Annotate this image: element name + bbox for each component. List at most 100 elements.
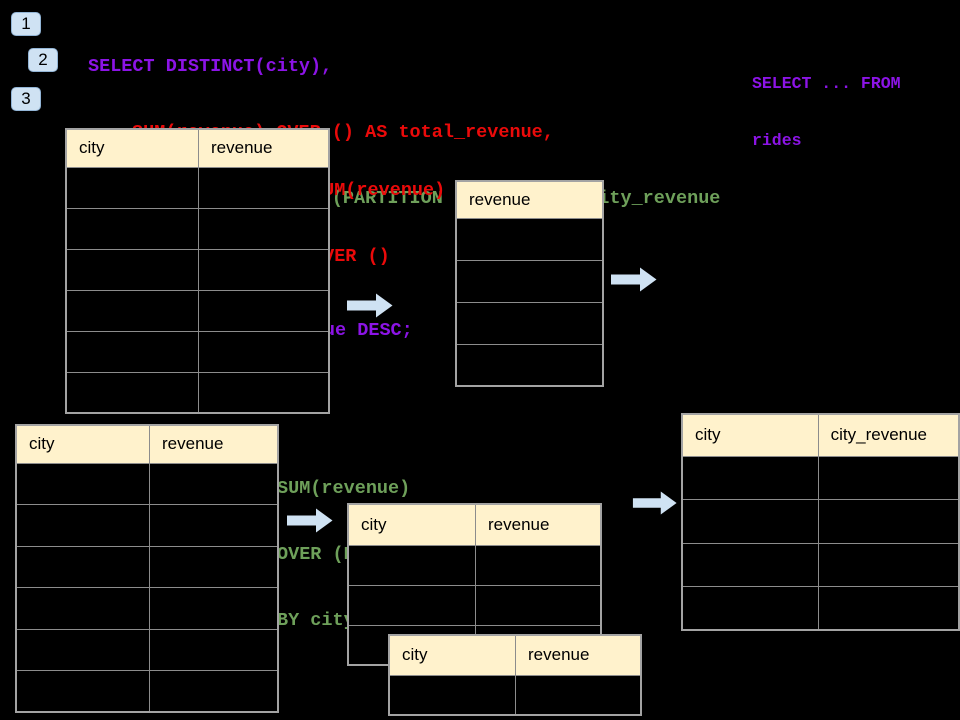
table-row bbox=[15, 670, 279, 713]
empty-cell bbox=[65, 207, 199, 250]
table-row bbox=[455, 259, 604, 303]
empty-cell bbox=[817, 499, 960, 544]
table-row bbox=[347, 584, 602, 626]
step-badge-3: 3 bbox=[11, 87, 41, 111]
step-badge-1: 1 bbox=[11, 12, 41, 36]
table-row bbox=[347, 544, 602, 586]
empty-cell bbox=[475, 544, 602, 586]
empty-cell bbox=[198, 166, 330, 209]
empty-cell bbox=[388, 674, 516, 716]
empty-cell bbox=[15, 587, 150, 630]
empty-cell bbox=[455, 343, 604, 387]
empty-cell bbox=[347, 584, 476, 626]
column-header-revenue: revenue bbox=[515, 634, 642, 676]
table-row bbox=[15, 504, 279, 547]
total-revenue-label: SUM(revenue) OVER () bbox=[312, 136, 445, 290]
empty-cell bbox=[817, 455, 960, 500]
empty-cell bbox=[817, 586, 960, 631]
column-header-city-revenue: city_revenue bbox=[817, 413, 960, 457]
empty-cell bbox=[65, 248, 199, 291]
empty-cell bbox=[198, 248, 330, 291]
label-line: SUM(revenue) bbox=[277, 478, 411, 499]
table-row bbox=[681, 455, 960, 500]
select-from-note: SELECT ... FROM rides bbox=[752, 36, 901, 169]
empty-cell bbox=[149, 545, 279, 588]
empty-cell bbox=[681, 499, 819, 544]
empty-cell bbox=[149, 628, 279, 671]
table-total-result: revenue bbox=[455, 180, 604, 387]
table-row bbox=[388, 674, 642, 716]
table-row bbox=[681, 542, 960, 587]
table-row bbox=[65, 248, 330, 291]
empty-cell bbox=[15, 670, 150, 713]
column-header-city: city bbox=[347, 503, 476, 546]
empty-cell bbox=[149, 504, 279, 547]
step-badge-2: 2 bbox=[28, 48, 58, 72]
column-header-city: city bbox=[15, 424, 150, 464]
sql-line-select: SELECT DISTINCT(city), bbox=[88, 56, 333, 77]
column-header-revenue: revenue bbox=[198, 128, 330, 168]
table-source-top: city revenue bbox=[65, 128, 330, 414]
empty-cell bbox=[681, 455, 819, 500]
empty-cell bbox=[515, 674, 642, 716]
empty-cell bbox=[65, 166, 199, 209]
table-row bbox=[455, 343, 604, 387]
column-header-city: city bbox=[65, 128, 199, 168]
table-header-row: city city_revenue bbox=[681, 413, 960, 457]
table-row bbox=[65, 330, 330, 373]
empty-cell bbox=[15, 462, 150, 505]
table-row bbox=[681, 499, 960, 544]
arrow-right-icon bbox=[347, 293, 393, 318]
arrow-right-icon bbox=[611, 267, 657, 292]
empty-cell bbox=[198, 371, 330, 414]
empty-cell bbox=[149, 587, 279, 630]
table-row bbox=[15, 462, 279, 505]
table-final-result: city city_revenue bbox=[681, 413, 960, 631]
empty-cell bbox=[198, 330, 330, 373]
table-row bbox=[65, 371, 330, 414]
table-row bbox=[65, 289, 330, 332]
empty-cell bbox=[347, 544, 476, 586]
empty-cell bbox=[149, 670, 279, 713]
table-header-row: city revenue bbox=[388, 634, 642, 676]
empty-cell bbox=[65, 371, 199, 414]
empty-cell bbox=[455, 259, 604, 303]
empty-cell bbox=[65, 289, 199, 332]
table-partition-step-overlay: city revenue bbox=[388, 634, 642, 716]
table-header-row: city revenue bbox=[65, 128, 330, 168]
empty-cell bbox=[455, 301, 604, 345]
table-row bbox=[65, 207, 330, 250]
column-header-city: city bbox=[388, 634, 516, 676]
empty-cell bbox=[198, 207, 330, 250]
table-header-row: city revenue bbox=[347, 503, 602, 546]
table-row bbox=[455, 217, 604, 261]
table-row bbox=[455, 301, 604, 345]
note-line: rides bbox=[752, 131, 802, 150]
empty-cell bbox=[15, 545, 150, 588]
empty-cell bbox=[65, 330, 199, 373]
table-row bbox=[681, 586, 960, 631]
table-header-row: revenue bbox=[455, 180, 604, 219]
empty-cell bbox=[475, 584, 602, 626]
empty-cell bbox=[198, 289, 330, 332]
note-line: SELECT ... FROM bbox=[752, 74, 901, 93]
empty-cell bbox=[149, 462, 279, 505]
column-header-city: city bbox=[681, 413, 819, 457]
empty-cell bbox=[681, 586, 819, 631]
label-line: SUM(revenue) bbox=[312, 180, 446, 201]
column-header-revenue: revenue bbox=[475, 503, 602, 546]
arrow-right-icon bbox=[632, 491, 677, 515]
table-row bbox=[65, 166, 330, 209]
table-header-row: city revenue bbox=[15, 424, 279, 464]
table-row bbox=[15, 545, 279, 588]
column-header-revenue: revenue bbox=[455, 180, 604, 219]
empty-cell bbox=[15, 628, 150, 671]
table-row bbox=[15, 628, 279, 671]
table-row bbox=[15, 587, 279, 630]
empty-cell bbox=[455, 217, 604, 261]
arrow-right-icon bbox=[287, 508, 333, 533]
empty-cell bbox=[817, 542, 960, 587]
empty-cell bbox=[681, 542, 819, 587]
label-line: OVER () bbox=[312, 246, 390, 267]
column-header-revenue: revenue bbox=[149, 424, 279, 464]
